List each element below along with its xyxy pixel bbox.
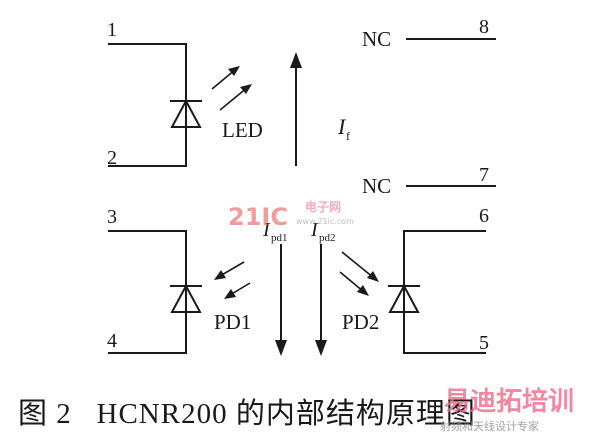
pd2-circuit [339, 230, 486, 354]
led-wire [108, 43, 187, 167]
ipd2-label-main: I [310, 219, 319, 241]
pd2-label: PD2 [342, 310, 379, 334]
pd1-wire [108, 230, 187, 354]
figure-caption: 图 2 HCNR200 的内部结构原理图 [18, 397, 476, 430]
watermark-21ic-url: www.21ic.com [296, 217, 354, 226]
led-emission-arrows [211, 66, 252, 111]
led-label: LED [222, 118, 263, 142]
pd1-circuit [108, 230, 251, 354]
ipd1-label-sub: pd1 [271, 232, 288, 244]
pin-3-number: 3 [107, 206, 117, 228]
pin-1-number: 1 [107, 19, 117, 41]
pin-4-number: 4 [107, 330, 117, 352]
pin-6-number: 6 [479, 205, 489, 227]
nc-top-label: NC [362, 27, 391, 51]
corner-watermark: 易迪拓培训 射频和天线设计专家 [440, 387, 574, 433]
center-watermark: 21IC 电子网 www.21ic.com [228, 199, 354, 231]
watermark-21ic-logo: 21IC [228, 203, 288, 231]
led-circuit [108, 43, 252, 167]
ipd1-arrow [275, 244, 287, 356]
nc-bottom-label: NC [362, 174, 391, 198]
pd2-incoming-arrows [339, 251, 379, 296]
pin-2-number: 2 [107, 147, 117, 169]
if-label-main: I [337, 114, 347, 139]
pd1-label: PD1 [214, 310, 251, 334]
watermark-corner-sub: 射频和天线设计专家 [440, 419, 539, 433]
pd1-diode-triangle [170, 283, 202, 313]
if-arrow [290, 52, 302, 166]
ipd2-arrow [315, 244, 327, 356]
pin-7-number: 7 [479, 164, 489, 186]
watermark-21ic-cn: 电子网 [305, 199, 341, 214]
pin-8-number: 8 [479, 16, 489, 38]
if-label-sub: f [346, 129, 350, 143]
pd1-incoming-arrows [214, 261, 251, 299]
pd2-diode-triangle [388, 283, 420, 313]
ipd2-label-sub: pd2 [319, 232, 336, 244]
ipd1-label-main: I [262, 219, 271, 241]
pin-5-number: 5 [479, 332, 489, 354]
led-diode-triangle [170, 98, 202, 128]
pd2-wire [403, 230, 486, 354]
watermark-corner-logo: 易迪拓培训 [444, 387, 574, 417]
